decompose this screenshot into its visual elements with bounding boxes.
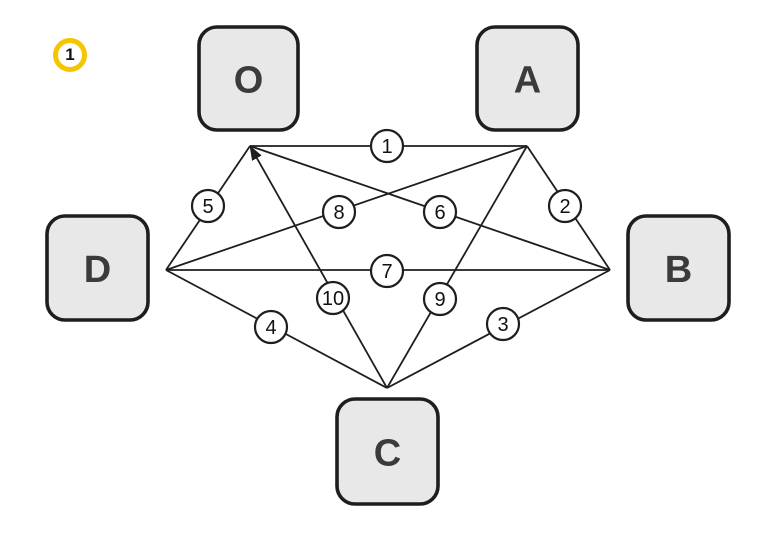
edge-label-4[interactable]: 4 [253,309,289,345]
edge-label-7[interactable]: 7 [369,253,405,289]
svg-text:4: 4 [265,317,276,339]
edge-label-2[interactable]: 2 [547,188,583,224]
edge-label-6[interactable]: 6 [422,194,458,230]
svg-text:9: 9 [434,289,445,311]
node-C[interactable]: C [335,397,440,506]
svg-text:C: C [374,433,401,475]
svg-text:B: B [665,249,692,291]
edge-label-3[interactable]: 3 [485,306,521,342]
svg-text:6: 6 [434,202,445,224]
node-D[interactable]: D [45,214,150,322]
svg-text:7: 7 [381,261,392,283]
edge-label-8[interactable]: 8 [321,194,357,230]
svg-text:A: A [514,60,541,102]
svg-text:O: O [234,60,264,102]
svg-text:10: 10 [322,288,344,310]
edge-line-A-C [386,145,528,389]
edge-label-5[interactable]: 5 [190,188,226,224]
edge-label-1[interactable]: 1 [369,128,405,164]
svg-text:1: 1 [381,136,392,158]
question-number-badge: 1 [53,38,87,72]
svg-text:8: 8 [333,202,344,224]
svg-text:3: 3 [497,314,508,336]
node-B[interactable]: B [626,214,731,322]
svg-text:5: 5 [202,196,213,218]
node-O[interactable]: O [197,25,300,132]
node-A[interactable]: A [475,25,580,132]
edge-line-C-O [249,145,388,389]
edge-label-9[interactable]: 9 [422,281,458,317]
svg-text:2: 2 [559,196,570,218]
svg-text:D: D [84,249,111,291]
edge-label-10[interactable]: 10 [315,280,351,316]
